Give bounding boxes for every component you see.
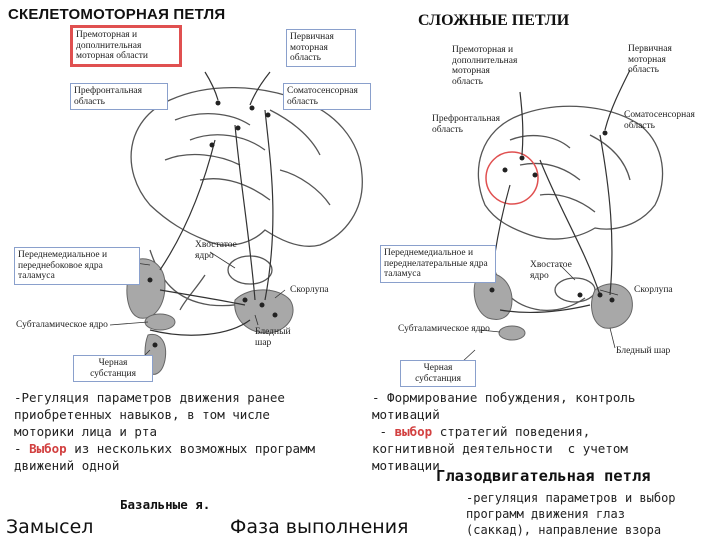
left-desc-line-4: - Выбор из нескольких возможных программ bbox=[14, 441, 316, 456]
left-nuclei bbox=[126, 258, 294, 375]
left-desc-line-5: движений одной bbox=[14, 458, 120, 473]
right-label-subthalamic: Субталамическое ядро bbox=[398, 324, 490, 334]
oculomotor-title: Глазодвигательная петля bbox=[436, 467, 651, 485]
left-dots bbox=[147, 100, 278, 348]
right-label-somatosensory: Соматосенсорная область bbox=[624, 110, 695, 131]
right-dots bbox=[489, 130, 615, 303]
emphasis-word: Выбор bbox=[29, 441, 67, 456]
oculo-desc-line-1: -регуляция параметров и выбор bbox=[466, 491, 676, 505]
emphasis-word: выбор bbox=[394, 424, 433, 439]
left-label-subthalamic: Субталамическое ядро bbox=[16, 320, 108, 330]
right-label-nigra: Черная субстанция bbox=[400, 360, 476, 387]
left-putamen-shape bbox=[234, 289, 294, 334]
left-label-putamen: Скорлупа bbox=[290, 285, 329, 295]
left-cortex-outline bbox=[130, 86, 363, 247]
left-description: -Регуляция параметров движения ранее прио… bbox=[14, 389, 315, 474]
right-prefrontal-highlight bbox=[485, 151, 539, 205]
left-pathways bbox=[149, 71, 274, 336]
left-subthalamic-shape bbox=[144, 313, 176, 331]
right-putamen-shape bbox=[591, 283, 633, 329]
left-label-somatosensory: Соматосенсорная область bbox=[283, 83, 371, 110]
right-thalamus-shape bbox=[473, 272, 513, 320]
right-desc-line-3: - выбор стратегий поведения, bbox=[372, 424, 591, 439]
right-label-caudate: Хвостатое ядро bbox=[530, 260, 572, 281]
oculo-desc-line-3: (саккад), направление взора bbox=[466, 523, 662, 537]
right-desc-line-5: мотивации bbox=[372, 458, 440, 473]
left-label-caudate: Хвостатое ядро bbox=[195, 240, 237, 261]
right-label-prefrontal: Префронтальная область bbox=[432, 114, 500, 135]
right-description: - Формирование побуждения, контроль мотив… bbox=[372, 389, 635, 474]
left-desc-line-3: моторики лица и рта bbox=[14, 424, 157, 439]
left-label-primary-motor: Первичная моторная область bbox=[286, 29, 356, 67]
right-caudate-shape bbox=[554, 277, 596, 303]
right-label-pallidus: Бледный шар bbox=[616, 346, 671, 356]
right-subthalamic-shape bbox=[498, 325, 526, 341]
right-label-thalamus: Переднемедиальное и переднелатеральные я… bbox=[380, 245, 496, 283]
right-label-putamen: Скорлупа bbox=[634, 285, 673, 295]
right-desc-line-1: - Формирование побуждения, контроль bbox=[372, 390, 636, 405]
basal-label: Базальные я. bbox=[120, 497, 211, 512]
right-cortex-outline bbox=[477, 105, 664, 240]
right-desc-line-4: когнитивной деятельности с учетом bbox=[372, 441, 628, 456]
left-label-prefrontal: Префронтальная область bbox=[70, 83, 168, 110]
right-desc-line-2: мотиваций bbox=[372, 407, 440, 422]
left-label-premotor: Премоторная и дополнительная моторная об… bbox=[70, 25, 182, 67]
right-nuclei bbox=[473, 272, 633, 341]
oculomotor-description: -регуляция параметров и выбор программ дв… bbox=[466, 490, 676, 538]
right-label-primary-motor: Первичная моторная область bbox=[628, 44, 672, 75]
left-desc-line-1: -Регуляция параметров движения ранее bbox=[14, 390, 285, 405]
execution-label: Фаза выполнения bbox=[230, 516, 409, 538]
left-brain bbox=[130, 86, 363, 311]
oculo-desc-line-2: программ движения глаз bbox=[466, 507, 625, 521]
right-label-premotor: Премоторная и дополнительная моторная об… bbox=[452, 45, 518, 87]
left-label-nigra: Черная субстанция bbox=[73, 355, 153, 382]
intent-label: Замысел bbox=[6, 516, 94, 538]
right-title: СЛОЖНЫЕ ПЕТЛИ bbox=[418, 12, 570, 29]
left-title: СКЕЛЕТОМОТОРНАЯ ПЕТЛЯ bbox=[8, 6, 226, 23]
left-desc-line-2: приобретенных навыков, в том числе bbox=[14, 407, 270, 422]
left-label-thalamus: Переднемедиальное и переднебоковое ядра … bbox=[14, 247, 140, 285]
left-label-pallidus: Бледный шар bbox=[255, 327, 291, 348]
